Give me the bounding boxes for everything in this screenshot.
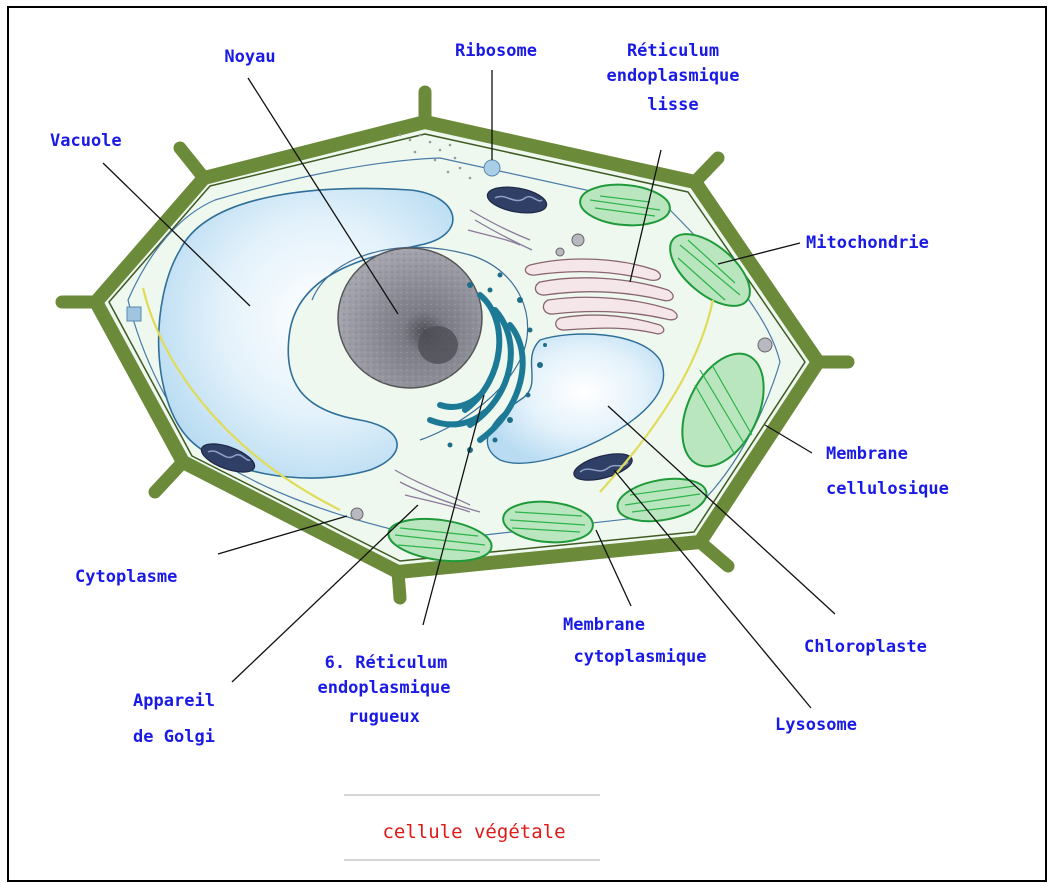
label-noyau: Noyau	[224, 47, 275, 67]
label-mitochondrie: Mitochondrie	[806, 233, 929, 253]
label-vacuole: Vacuole	[50, 131, 122, 151]
label-lysosome: Lysosome	[775, 715, 857, 735]
label-rer-line3: rugueux	[348, 707, 420, 727]
label-membrane-cytoplasmique-line1: Membrane	[563, 615, 645, 635]
label-golgi-line1: Appareil	[133, 691, 215, 711]
label-rer-line1: 6. Réticulum	[325, 653, 448, 673]
small-organelle	[127, 307, 141, 321]
label-golgi-line2: de Golgi	[133, 727, 215, 747]
label-rel-line1: Réticulum	[627, 41, 719, 61]
label-membrane-cellulosique-line1: Membrane	[826, 444, 908, 464]
label-rer-line2: endoplasmique	[317, 678, 450, 698]
label-rel-line3: lisse	[647, 95, 698, 115]
label-chloroplaste: Chloroplaste	[804, 637, 927, 657]
caption: cellule végétale	[382, 821, 565, 843]
label-rel-line2: endoplasmique	[606, 66, 739, 86]
label-ribosome: Ribosome	[455, 41, 537, 61]
label-membrane-cytoplasmique-line2: cytoplasmique	[573, 647, 706, 667]
ribosome	[484, 160, 500, 176]
label-membrane-cellulosique-line2: cellulosique	[826, 479, 949, 499]
nucleus	[338, 248, 482, 388]
label-cytoplasme: Cytoplasme	[75, 567, 177, 587]
